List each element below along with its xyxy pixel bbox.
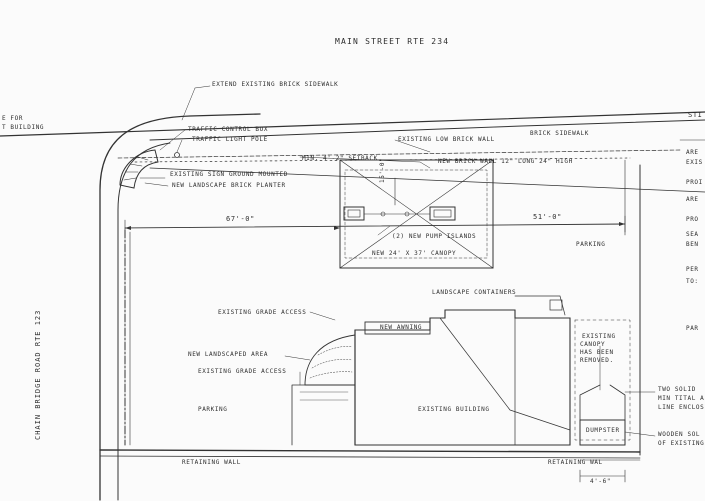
awning [364,321,431,335]
retaining-wall-left-label: RETAINING WALL [182,459,241,466]
left-edge-label-top: E FOR [2,115,24,122]
side-road-label: CHAIN BRIDGE ROAD RTE 123 [34,309,42,440]
landscaped-area [304,334,356,386]
canopy-label: NEW 24' X 37' CANOPY [372,250,457,257]
brick-sidewalk-label: BRICK SIDEWALK [530,130,589,137]
property-line-upper [149,119,705,141]
parking-right-label: PARKING [576,241,606,248]
planter-label: NEW LANDSCAPE BRICK PLANTER [172,182,286,189]
right-street-fragment: STI [688,111,703,119]
traffic-light-pole-symbol [174,152,180,158]
pump-island-left [343,206,365,221]
awning-label: NEW AWNING [380,324,423,331]
existing-low-wall-label: EXISTING LOW BRICK WALL [398,136,495,143]
retaining-wall-right-label: RETAINING WAL [548,459,603,466]
corner-inner-curb [117,142,171,501]
canopy-removed-line-1: EXISTING [582,333,616,340]
right-note-5: PRO [686,216,699,223]
right-note-8: PER [686,266,699,273]
right-note-14: WOODEN SOL [658,431,701,438]
dumpster-enclosure [579,419,626,446]
canopy-outline [339,159,494,269]
canopy-removed-line-4: REMOVED. [580,357,614,364]
landscape-containers-label: LANDSCAPE CONTAINERS [432,289,517,296]
right-note-3: PROI [686,179,703,186]
existing-sign-label: EXISTING SIGN GROUND MOUNTED [170,171,288,178]
right-note-2: EXIS [686,159,703,166]
new-brick-wall-label: NEW BRICK WALL 12" LONG 24" HIGH [438,158,573,165]
landscaped-area-label: NEW LANDSCAPED AREA [188,351,269,358]
right-note-7: BEN [686,241,699,248]
street-title: MAIN STREET RTE 234 [335,37,450,46]
right-note-6: SEA [686,231,699,238]
right-note-15: OF EXISTING [658,440,705,447]
dimension-line-horizontal [124,223,626,229]
enclosure-walls [579,384,626,421]
right-note-1: ARE [686,149,699,156]
right-note-13: LINE ENCLOS [658,404,705,411]
right-note-12: MIN TITAL A [658,395,705,402]
right-note-10: PAR [686,325,699,332]
canopy-removed-line-2: CANOPY [580,341,606,348]
canopy-removed-line-3: HAS BEEN [580,349,614,356]
dimension-left-label: 67'-0" [226,215,255,223]
dimension-right-label: 51'-0" [533,213,562,221]
removed-canopy-outline [574,319,631,441]
extend-sidewalk-label: EXTEND EXISTING BRICK SIDEWALK [212,81,339,88]
dumpster-label: DUMPSTER [586,427,620,434]
right-note-11: TWO SOLID [658,386,696,393]
landscape-containers [514,295,566,316]
traffic-light-pole-label: TRAFFIC LIGHT POLE [192,136,268,143]
pump-islands-label: (2) NEW PUMP ISLANDS [392,233,477,240]
retaining-wall [99,449,641,453]
right-note-4: ARE [686,196,699,203]
sidewalk-line [117,149,681,159]
left-edge-label-bottom: T BUILDING [2,124,45,131]
pump-island-right [429,206,456,221]
dimension-vertical-label: 15'-0" [379,157,386,183]
brick-planter [119,149,159,189]
bottom-dimension-label: 4'-6" [590,478,612,485]
setback-label: MIN. 4'-2" SETBACK [302,155,378,162]
corner-curb [99,113,261,501]
grade-access-top-label: EXISTING GRADE ACCESS [218,309,307,316]
grade-access-bottom-label: EXISTING GRADE ACCESS [198,368,287,375]
parking-left-label: PARKING [198,406,228,413]
grade-access-steps [291,384,356,446]
building-roof-line [439,317,571,431]
traffic-control-box-label: TRAFFIC CONTROL BOX [188,126,269,133]
right-note-9: TO: [686,278,699,285]
existing-building-label: EXISTING BUILDING [418,406,490,413]
street-curb-line [0,111,705,137]
